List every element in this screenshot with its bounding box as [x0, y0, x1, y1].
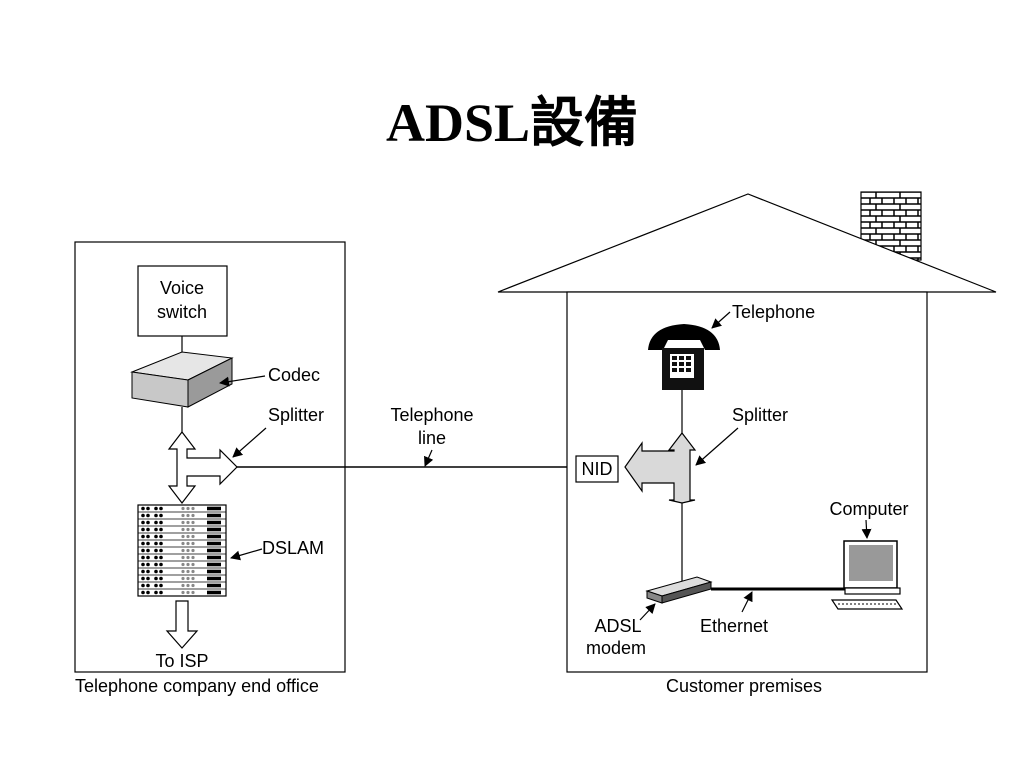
voice-switch-label-2: switch [157, 302, 207, 322]
adsl-modem-label-1: ADSL [594, 616, 641, 636]
nid-label: NID [582, 459, 613, 479]
office-splitter [167, 431, 238, 504]
office-splitter-label: Splitter [268, 405, 324, 425]
dslam-rack [137, 504, 227, 597]
computer-label: Computer [829, 499, 908, 519]
end-office-box [74, 241, 346, 673]
telephone-line-label-2: line [418, 428, 446, 448]
codec-label: Codec [268, 365, 320, 385]
adsl-modem-label-2: modem [586, 638, 646, 658]
end-office-caption: Telephone company end office [75, 676, 319, 696]
computer-icon [830, 540, 904, 610]
customer-premises-caption: Customer premises [666, 676, 822, 696]
voice-switch-label-1: Voice [160, 278, 204, 298]
telephone-line-label-1: Telephone [390, 405, 473, 425]
adsl-modem [645, 576, 713, 604]
nid-box [575, 455, 619, 483]
ethernet-label: Ethernet [700, 616, 768, 636]
to-isp-label: To ISP [155, 651, 208, 671]
premises-splitter [624, 432, 697, 504]
voice-switch-box [137, 265, 228, 337]
page-title: ADSL設備 [385, 93, 639, 153]
telephone-icon [648, 324, 720, 390]
telephone-label: Telephone [732, 302, 815, 322]
premises-splitter-label: Splitter [732, 405, 788, 425]
customer-premises-box [566, 291, 928, 673]
to-isp-arrow [165, 600, 199, 649]
codec-device [130, 351, 234, 408]
dslam-label: DSLAM [262, 538, 324, 558]
